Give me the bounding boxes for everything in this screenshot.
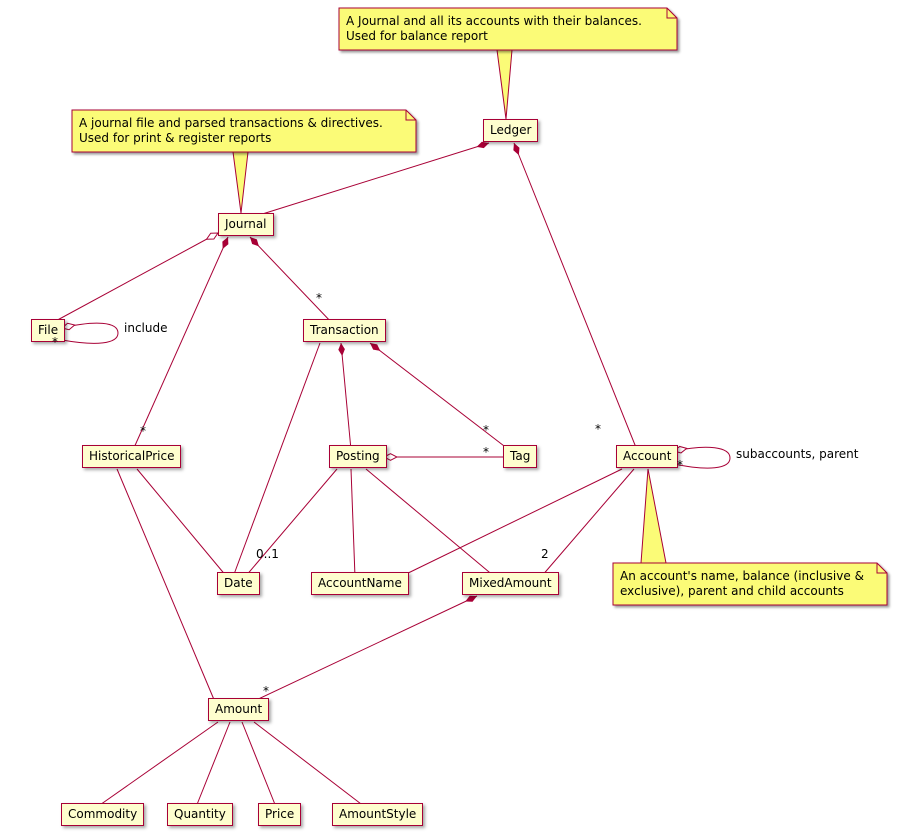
class-account-name: AccountName xyxy=(311,572,409,595)
edge-journal-historicalprice xyxy=(132,236,229,451)
note-account: An account's name, balance (inclusive & … xyxy=(620,569,864,598)
edge-journal-transaction xyxy=(249,236,334,325)
class-mixed-amount: MixedAmount xyxy=(462,572,559,595)
edge-ledger-account xyxy=(513,142,638,451)
edge-label-subaccounts-parent: subaccounts, parent xyxy=(736,447,859,461)
edge-posting-date xyxy=(244,468,338,578)
note-connector-account xyxy=(640,468,667,564)
class-quantity: Quantity xyxy=(167,803,233,826)
class-historical-price: HistoricalPrice xyxy=(82,445,182,468)
multiplicity-ledger-account: * xyxy=(595,422,601,436)
note-shape-journal xyxy=(71,109,417,153)
multiplicity-transaction-tag: * xyxy=(483,423,489,437)
multiplicity-file-include: * xyxy=(52,335,58,349)
note-connector-ledger xyxy=(496,49,513,120)
edge-amount-price xyxy=(241,721,277,808)
class-file: File xyxy=(31,319,66,342)
note-ledger: A Journal and all its accounts with thei… xyxy=(346,14,642,43)
class-amount: Amount xyxy=(208,698,270,721)
class-account: Account xyxy=(616,445,679,468)
edge-amount-commodity xyxy=(96,721,219,808)
edge-historicalprice-date xyxy=(136,468,228,578)
class-ledger: Ledger xyxy=(483,119,539,142)
edge-transaction-posting xyxy=(338,342,352,451)
edge-file-selfloop-include xyxy=(62,322,119,344)
class-date: Date xyxy=(217,572,260,595)
class-transaction: Transaction xyxy=(303,319,386,342)
multiplicity-journal-historical-price: * xyxy=(140,424,146,438)
class-posting: Posting xyxy=(329,445,387,468)
edge-historicalprice-amount xyxy=(116,468,216,703)
note-shape-account xyxy=(612,562,888,606)
note-shape-ledger xyxy=(338,7,678,51)
edge-amount-amountstyle xyxy=(253,721,366,808)
class-journal: Journal xyxy=(218,213,274,236)
edge-transaction-date xyxy=(232,342,321,578)
multiplicity-mixed-amount-amount: * xyxy=(263,684,269,698)
note-fold-ledger xyxy=(666,8,677,19)
edge-posting-accountname xyxy=(350,468,356,578)
edge-amount-quantity xyxy=(195,721,231,808)
note-fold-journal xyxy=(405,110,416,121)
multiplicity-journal-transaction: * xyxy=(316,291,322,305)
edge-journal-file xyxy=(51,233,218,324)
multiplicity-posting-tag: * xyxy=(483,445,489,459)
edge-transaction-tag xyxy=(369,342,509,450)
edge-label-include: include xyxy=(124,321,168,335)
multiplicity-posting-date: 0..1 xyxy=(256,547,279,561)
note-journal: A journal file and parsed transactions &… xyxy=(79,116,383,145)
edge-ledger-journal xyxy=(255,141,490,217)
class-tag: Tag xyxy=(503,445,538,468)
edge-account-mixedamount xyxy=(540,468,635,578)
note-connector-journal xyxy=(232,151,249,214)
class-price: Price xyxy=(258,803,302,826)
class-amount-style: AmountStyle xyxy=(332,803,424,826)
multiplicity-account-self: * xyxy=(677,458,683,472)
edge-account-accountname xyxy=(399,468,623,578)
edge-mixedamount-amount xyxy=(251,595,478,703)
note-fold-account xyxy=(876,563,887,574)
multiplicity-account-mixed-amount: 2 xyxy=(541,547,549,561)
edge-posting-mixedamount xyxy=(365,468,496,578)
edge-account-selfloop xyxy=(674,447,731,469)
class-commodity: Commodity xyxy=(61,803,145,826)
